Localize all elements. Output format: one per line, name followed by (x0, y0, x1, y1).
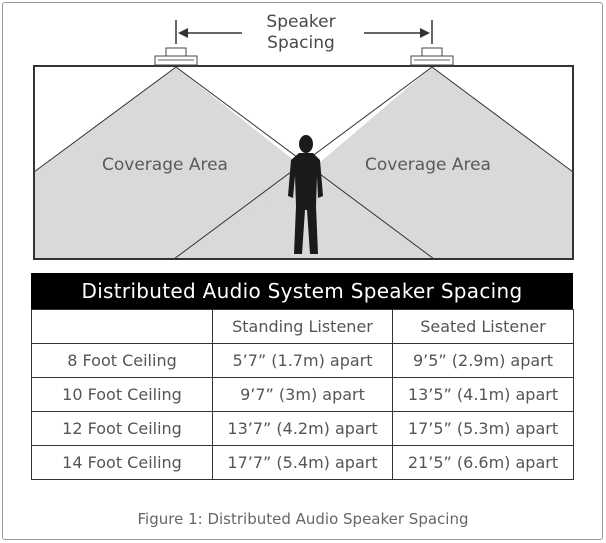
speaker-spacing-table: Distributed Audio System Speaker Spacing… (31, 273, 574, 480)
diagram-canvas (33, 20, 574, 260)
seated-spacing-cell: 13’5” (4.1m) apart (392, 377, 574, 412)
table-row: 10 Foot Ceiling 9’7” (3m) apart 13’5” (4… (31, 377, 574, 412)
spacing-table: Standing Listener Seated Listener 8 Foot… (31, 309, 574, 480)
cone-edge (33, 66, 177, 173)
seated-spacing-cell: 17’5” (5.3m) apart (392, 411, 574, 446)
standing-spacing-cell: 5’7” (1.7m) apart (212, 343, 393, 378)
table-header-seated: Seated Listener (392, 309, 574, 344)
standing-spacing-cell: 9’7” (3m) apart (212, 377, 393, 412)
seated-spacing-cell: 9’5” (2.9m) apart (392, 343, 574, 378)
coverage-area-left-label: Coverage Area (102, 155, 228, 175)
arrow-left-icon (175, 20, 242, 44)
table-header-standing: Standing Listener (212, 309, 393, 344)
speaker-spacing-label: Speaker Spacing (243, 12, 359, 54)
table-title: Distributed Audio System Speaker Spacing (31, 273, 573, 309)
coverage-area-right-shape (174, 67, 573, 259)
speaker-spacing-label-line1: Speaker (266, 12, 336, 32)
table-header-cell-empty (31, 309, 213, 344)
room-outline (33, 65, 574, 260)
seated-spacing-cell: 21’5” (6.6m) apart (392, 445, 574, 480)
speaker-spacing-label-line2: Spacing (267, 33, 335, 53)
person-silhouette-icon (288, 135, 323, 254)
speaker-icon (154, 47, 198, 66)
cone-edge (431, 66, 574, 173)
table-header-row: Standing Listener Seated Listener (31, 309, 574, 344)
speaker-icon (410, 47, 454, 66)
ceiling-height-cell: 14 Foot Ceiling (31, 445, 213, 480)
figure-caption: Figure 1: Distributed Audio Speaker Spac… (137, 510, 469, 528)
table-row: 12 Foot Ceiling 13’7” (4.2m) apart 17’5”… (31, 411, 574, 446)
upper-gap-shape (176, 67, 432, 157)
speaker-spacing-diagram: Speaker Spacing Coverage Area Coverage A… (0, 0, 606, 265)
arrow-right-icon (364, 20, 433, 44)
table-row: 14 Foot Ceiling 17’7” (5.4m) apart 21’5”… (31, 445, 574, 480)
ceiling-height-cell: 8 Foot Ceiling (31, 343, 213, 378)
table-row: 8 Foot Ceiling 5’7” (1.7m) apart 9’5” (2… (31, 343, 574, 378)
standing-spacing-cell: 17’7” (5.4m) apart (212, 445, 393, 480)
standing-spacing-cell: 13’7” (4.2m) apart (212, 411, 393, 446)
ceiling-height-cell: 12 Foot Ceiling (31, 411, 213, 446)
ceiling-height-cell: 10 Foot Ceiling (31, 377, 213, 412)
coverage-area-right-label: Coverage Area (365, 155, 491, 175)
